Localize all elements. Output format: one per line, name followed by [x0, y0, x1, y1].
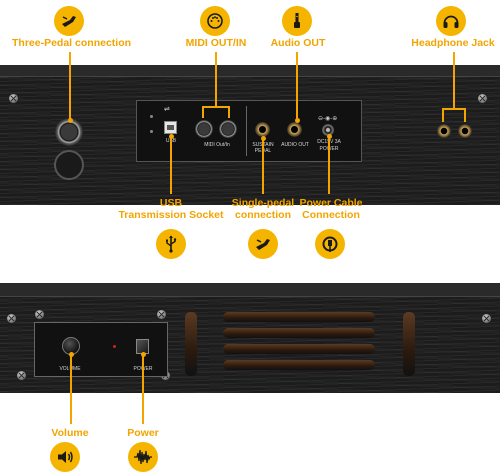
leader-dot — [260, 136, 266, 141]
usb-symbol-icon: ⇌ — [164, 106, 170, 113]
socket-ring-shadow — [54, 150, 84, 180]
speaker-grille — [185, 300, 415, 380]
leader-power-cable — [328, 136, 330, 194]
leader-headphone-bar — [442, 108, 466, 110]
audio-jack-icon — [294, 13, 300, 28]
three-pedal-badge — [54, 6, 84, 36]
midi-out-port[interactable] — [195, 120, 213, 138]
usb-icon — [166, 235, 177, 253]
leader-dot — [168, 134, 174, 139]
power-cable-label: Power Cable Connection — [299, 197, 363, 221]
led-indicator — [150, 130, 153, 133]
leader-headphone — [453, 52, 455, 109]
leader-midi-left — [202, 106, 204, 118]
leader-dot — [68, 352, 74, 357]
audio-panel-label: AUDIO OUT — [281, 142, 309, 148]
power-label: Power — [127, 427, 159, 439]
leader-midi-bar — [202, 106, 230, 108]
power-plug-icon — [322, 236, 338, 252]
power-led — [113, 345, 116, 348]
leader-power — [142, 354, 144, 424]
screw — [16, 370, 27, 381]
leader-hp-left — [442, 108, 444, 122]
screw — [481, 313, 492, 324]
midi-in-port[interactable] — [219, 120, 237, 138]
pedal-icon — [62, 16, 76, 27]
usb-badge — [156, 229, 186, 259]
audio-out-jack[interactable] — [287, 122, 302, 137]
headphone-badge — [436, 6, 466, 36]
midi-badge — [200, 6, 230, 36]
leader-dot — [294, 118, 300, 123]
plate-divider — [246, 106, 247, 156]
headphone-label: Headphone Jack — [411, 37, 495, 49]
power-badge — [128, 442, 158, 472]
single-pedal-badge — [248, 229, 278, 259]
power-dc-jack[interactable] — [322, 124, 334, 136]
screw — [8, 93, 19, 104]
screw — [477, 93, 488, 104]
leader-three-pedal — [69, 52, 71, 120]
power-polarity-icon: ⊖-◉-⊕ — [318, 116, 338, 122]
leader-usb — [170, 136, 172, 194]
audio-out-label: Audio OUT — [270, 37, 326, 49]
headphone-jack-1[interactable] — [437, 124, 451, 138]
midi-panel-label: MIDI Out/In — [204, 142, 230, 148]
headphones-icon — [443, 15, 459, 28]
bottom-panel — [0, 283, 500, 393]
midi-label: MIDI OUT/IN — [185, 37, 247, 49]
waveform-icon — [134, 449, 152, 465]
midi-port-icon — [207, 13, 223, 29]
three-pedal-label: Three-Pedal connection — [12, 37, 132, 49]
leader-volume — [70, 354, 72, 424]
power-cable-badge — [315, 229, 345, 259]
headphone-jack-2[interactable] — [458, 124, 472, 138]
audio-out-badge — [282, 6, 312, 36]
screw — [6, 313, 17, 324]
volume-badge — [50, 442, 80, 472]
leader-dot — [67, 118, 73, 123]
leader-midi — [215, 52, 217, 107]
screw — [156, 309, 167, 320]
pedal-icon — [256, 239, 270, 250]
volume-label: Volume — [51, 427, 89, 439]
screw — [34, 309, 45, 320]
usb-label: USB Transmission Socket — [118, 197, 224, 221]
leader-audio — [296, 52, 298, 120]
leader-midi-right — [228, 106, 230, 118]
leader-dot — [326, 134, 332, 139]
single-pedal-label: Single-pedal connection — [231, 197, 295, 221]
leader-hp-right — [464, 108, 466, 122]
sustain-pedal-jack[interactable] — [255, 122, 270, 137]
speaker-icon — [58, 451, 73, 463]
usb-port[interactable] — [164, 121, 177, 134]
leader-dot — [140, 352, 146, 357]
led-indicator — [150, 115, 153, 118]
leader-single-pedal — [262, 138, 264, 194]
